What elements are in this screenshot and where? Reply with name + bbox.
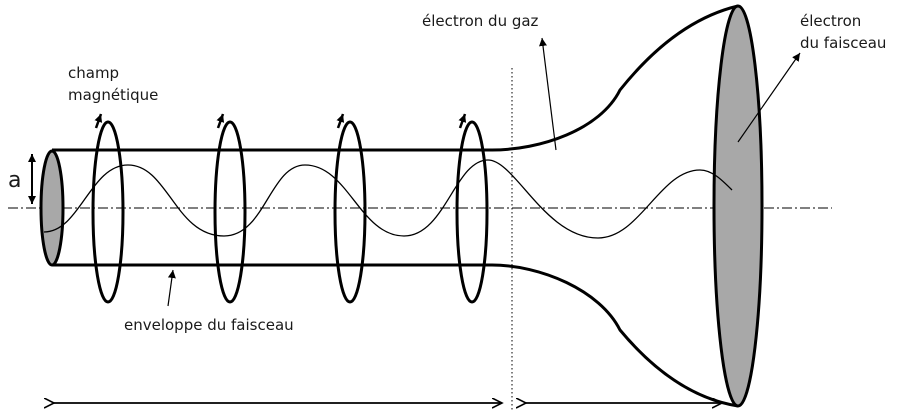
field-loop-1 xyxy=(91,120,125,304)
label-electron-faisceau-line1: électron xyxy=(800,12,861,30)
electron-trajectory xyxy=(43,159,733,239)
label-electron-gaz: électron du gaz xyxy=(422,12,539,30)
field-loop-3 xyxy=(333,120,367,304)
beam-envelope-top xyxy=(52,4,739,152)
label-enveloppe: enveloppe du faisceau xyxy=(124,316,294,334)
label-champ-line2: magnétique xyxy=(68,86,158,104)
field-loop-arrow-4 xyxy=(458,113,467,129)
field-loop-arrow-1 xyxy=(94,113,103,129)
magnetic-field-loops xyxy=(91,113,489,304)
beam-exit-disk xyxy=(712,4,764,408)
field-loop-4 xyxy=(455,120,489,304)
field-loop-arrow-3 xyxy=(336,113,345,129)
beam-entrance-disk xyxy=(39,149,65,267)
enveloppe-leader xyxy=(167,269,176,307)
field-loop-arrow-2 xyxy=(216,113,225,129)
label-electron-faisceau-line2: du faisceau xyxy=(800,34,886,52)
field-loop-2 xyxy=(213,120,247,304)
label-radius-a: a xyxy=(8,168,21,193)
label-champ-line1: champ xyxy=(68,64,119,82)
beam-envelope-bottom xyxy=(52,263,739,408)
electron-gaz-leader xyxy=(539,37,557,151)
electron-faisceau-leader xyxy=(737,52,801,143)
